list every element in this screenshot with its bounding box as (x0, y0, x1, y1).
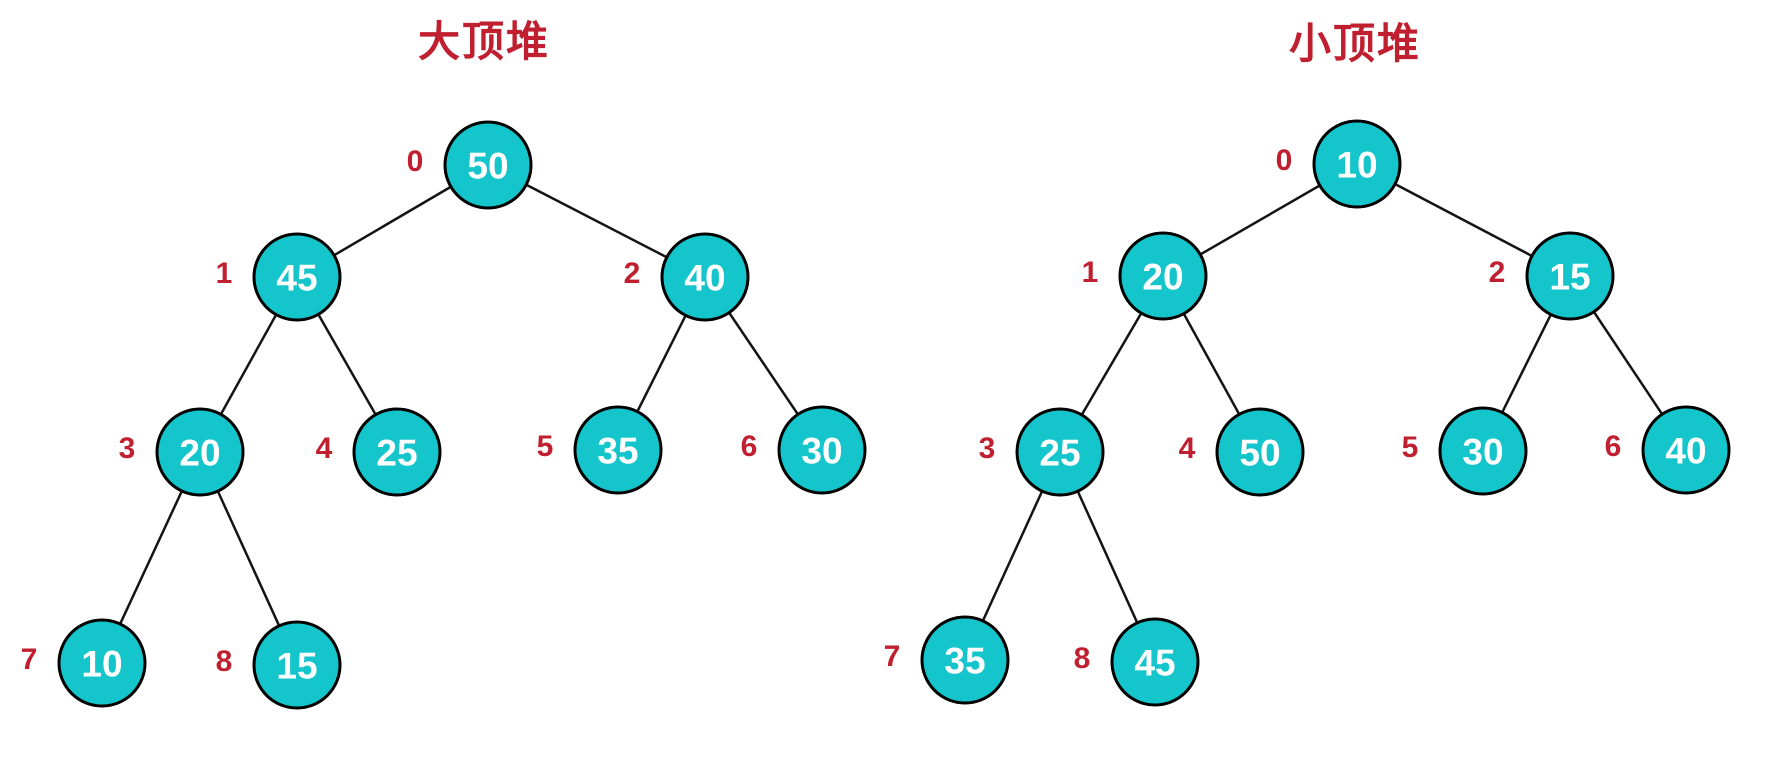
tree-node: 50 0 (407, 120, 533, 210)
node-index-label: 8 (1074, 642, 1091, 675)
node-index-label: 7 (884, 640, 901, 673)
node-circle (777, 405, 867, 495)
node-circle (155, 407, 245, 497)
node-index-label: 4 (1179, 432, 1196, 465)
node-index-label: 8 (216, 645, 233, 678)
node-value: 35 (944, 640, 985, 681)
node-index-label: 6 (741, 430, 758, 463)
node-value: 15 (276, 645, 317, 686)
node-value: 25 (1039, 432, 1080, 473)
node-value: 25 (376, 432, 417, 473)
node-index-label: 3 (979, 432, 996, 465)
node-circle (920, 615, 1010, 705)
tree-node: 45 1 (216, 232, 342, 322)
node-circle (252, 232, 342, 322)
tree-node: 15 2 (1489, 231, 1615, 321)
node-index-label: 7 (21, 643, 38, 676)
node-index-label: 4 (316, 432, 333, 465)
node-value: 35 (597, 430, 638, 471)
heap-tree-min-heap: 10 0 20 1 15 2 25 3 50 4 30 5 40 6 35 7 45 8 (884, 119, 1731, 707)
node-circle (1015, 407, 1105, 497)
node-circle (1110, 617, 1200, 707)
node-index-label: 5 (1402, 431, 1419, 464)
tree-node: 10 7 (21, 618, 147, 708)
node-value: 30 (801, 430, 842, 471)
node-circle (443, 120, 533, 210)
node-index-label: 1 (216, 257, 233, 290)
node-index-label: 2 (1489, 256, 1506, 289)
tree-node: 50 4 (1179, 407, 1305, 497)
node-index-label: 0 (407, 145, 424, 178)
tree-node: 40 6 (1605, 405, 1731, 495)
node-index-label: 5 (537, 430, 554, 463)
node-circle (660, 232, 750, 322)
node-index-label: 0 (1276, 144, 1293, 177)
node-value: 40 (1665, 430, 1706, 471)
tree-node: 45 8 (1074, 617, 1200, 707)
node-circle (352, 407, 442, 497)
node-index-label: 2 (624, 257, 641, 290)
max-heap-title: 大顶堆 (417, 18, 551, 65)
tree-node: 15 8 (216, 620, 342, 710)
node-value: 45 (1134, 642, 1175, 683)
node-value: 20 (179, 432, 220, 473)
node-circle (573, 405, 663, 495)
node-value: 40 (684, 257, 725, 298)
tree-node: 30 5 (1402, 406, 1528, 496)
tree-node: 35 5 (537, 405, 663, 495)
tree-node: 35 7 (884, 615, 1010, 705)
node-value: 20 (1142, 256, 1183, 297)
tree-node: 20 3 (119, 407, 245, 497)
node-value: 50 (1239, 432, 1280, 473)
node-circle (1438, 406, 1528, 496)
tree-node: 20 1 (1082, 231, 1208, 321)
node-value: 15 (1549, 256, 1590, 297)
node-value: 45 (276, 257, 317, 298)
node-circle (57, 618, 147, 708)
heap-tree-max-heap: 50 0 45 1 40 2 20 3 25 4 35 5 30 6 10 7 15 8 (21, 120, 867, 710)
node-circle (1215, 407, 1305, 497)
node-value: 10 (1336, 144, 1377, 185)
node-value: 50 (467, 145, 508, 186)
node-index-label: 1 (1082, 256, 1099, 289)
node-circle (1525, 231, 1615, 321)
tree-node: 10 0 (1276, 119, 1402, 209)
node-circle (1118, 231, 1208, 321)
node-index-label: 6 (1605, 430, 1622, 463)
node-circle (1312, 119, 1402, 209)
node-circle (1641, 405, 1731, 495)
tree-node: 30 6 (741, 405, 867, 495)
node-value: 10 (81, 643, 122, 684)
node-circle (252, 620, 342, 710)
tree-node: 25 3 (979, 407, 1105, 497)
tree-node: 25 4 (316, 407, 442, 497)
min-heap-title: 小顶堆 (1288, 20, 1422, 67)
tree-node: 40 2 (624, 232, 750, 322)
node-value: 30 (1462, 431, 1503, 472)
node-index-label: 3 (119, 432, 136, 465)
